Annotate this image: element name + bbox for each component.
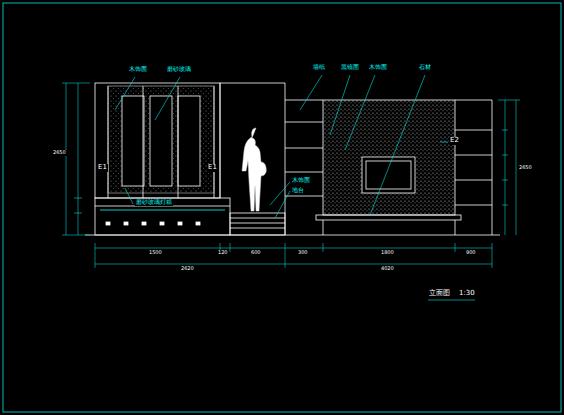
elevation-mark: E2	[449, 137, 460, 145]
sheet-frame	[3, 3, 561, 412]
callout-text: 木饰面	[368, 64, 388, 71]
callout-text: 地台	[291, 187, 305, 194]
stone-feature-wall	[85, 100, 500, 235]
dimension-text: 900	[465, 250, 477, 256]
callout-text: 石材	[418, 64, 432, 71]
dimension-text: 1800	[380, 250, 395, 256]
callout-text: 墙纸	[312, 64, 326, 71]
leader-lines	[115, 75, 475, 300]
callout-text: 木饰面	[291, 177, 311, 184]
callout-text: 木饰面	[128, 66, 148, 73]
dimension-text: 4020	[380, 266, 395, 272]
dimension-text: 1500	[148, 250, 163, 256]
elevation-mark: E1	[207, 164, 218, 172]
dimension-text: 120	[217, 250, 229, 256]
callout-text: 磨砂玻璃灯箱	[135, 199, 173, 206]
callout-text: 磨砂玻璃	[166, 66, 192, 73]
dimension-text: 2650	[518, 165, 533, 171]
callout-text: 黑镜面	[340, 64, 360, 71]
dimension-text: 600	[250, 250, 262, 256]
scale-text: 1:30	[458, 290, 476, 298]
left-glass-wall	[95, 83, 285, 235]
dimension-lines	[62, 83, 520, 268]
view-title: 立面图	[428, 290, 451, 298]
dimension-text: 2620	[180, 266, 195, 272]
steps-and-shelves	[230, 83, 323, 235]
elevation-mark: E1	[97, 164, 108, 172]
dimension-text: 300	[297, 250, 309, 256]
human-figure	[242, 128, 266, 211]
dimension-text: 2650	[52, 150, 67, 156]
